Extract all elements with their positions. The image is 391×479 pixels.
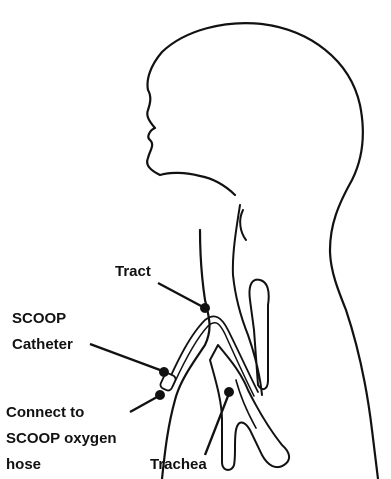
label-trachea: Trachea bbox=[150, 456, 207, 474]
catheter-leader-line bbox=[90, 344, 160, 370]
label-catheter: Catheter bbox=[12, 336, 73, 354]
connect-dot bbox=[155, 390, 165, 400]
tract-dot bbox=[200, 303, 210, 313]
catheter-dot bbox=[159, 367, 169, 377]
trachea-dot bbox=[224, 387, 234, 397]
label-tract: Tract bbox=[115, 263, 151, 281]
label-scoop: SCOOP bbox=[12, 310, 66, 328]
label-connect-line3: hose bbox=[6, 456, 41, 474]
label-connect-line2: SCOOP oxygen bbox=[6, 430, 117, 448]
head-outline bbox=[147, 23, 378, 479]
connect-leader-line bbox=[130, 397, 157, 412]
tract-leader-line bbox=[158, 283, 203, 307]
front-neck-outline bbox=[162, 230, 210, 479]
trachea-outline bbox=[210, 345, 289, 470]
label-connect-line1: Connect to bbox=[6, 404, 84, 422]
trachea-leader-line bbox=[205, 396, 228, 455]
ear-outline bbox=[240, 210, 246, 240]
